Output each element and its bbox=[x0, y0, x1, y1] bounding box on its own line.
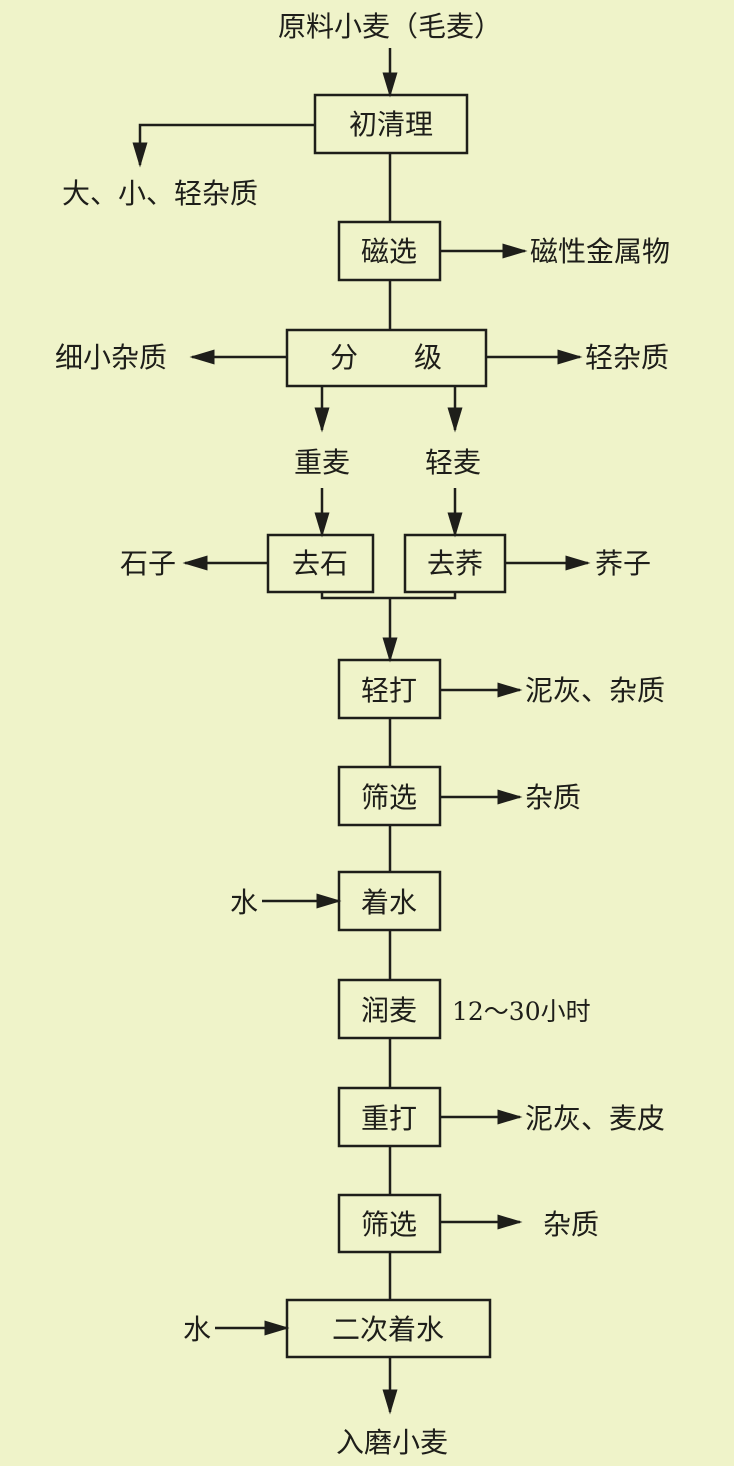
byproduct-magnetic: 磁性金属物 bbox=[530, 235, 670, 268]
byproduct-grading-right: 轻杂质 bbox=[585, 341, 669, 374]
step-magnetic: 磁选 bbox=[361, 235, 417, 268]
box-heavy-scour bbox=[337, 1086, 442, 1148]
label-light-wheat: 轻麦 bbox=[425, 446, 481, 479]
byproduct-initial-clean: 大、小、轻杂质 bbox=[62, 177, 258, 210]
box-initial-clean bbox=[313, 93, 469, 155]
output-wheat: 入磨小麦 bbox=[336, 1426, 448, 1459]
step-destone: 去石 bbox=[292, 547, 348, 580]
byproduct-light-scour: 泥灰、杂质 bbox=[525, 674, 665, 707]
title-raw-wheat: 原料小麦（毛麦） bbox=[278, 10, 502, 43]
step-second-dampen: 二次着水 bbox=[332, 1313, 444, 1346]
step-screen1: 筛选 bbox=[361, 781, 417, 814]
step-dampen: 着水 bbox=[361, 886, 417, 919]
box-second-dampen bbox=[285, 1298, 492, 1359]
box-dampen bbox=[337, 870, 442, 932]
box-temper bbox=[337, 978, 442, 1040]
merge-line bbox=[320, 592, 457, 600]
input-water-2: 水 bbox=[183, 1313, 211, 1346]
label-heavy-wheat: 重麦 bbox=[294, 446, 350, 479]
box-magnetic bbox=[337, 220, 442, 282]
step-temper: 润麦 bbox=[361, 994, 417, 1027]
step-initial-clean: 初清理 bbox=[349, 108, 433, 141]
box-grading bbox=[285, 328, 488, 388]
box-screen1 bbox=[337, 765, 442, 827]
box-screen2 bbox=[337, 1193, 442, 1254]
byproduct-screen1: 杂质 bbox=[525, 781, 581, 814]
box-destone bbox=[266, 533, 375, 594]
step-heavy-scour: 重打 bbox=[361, 1102, 417, 1135]
byproduct-grading-left: 细小杂质 bbox=[55, 341, 167, 374]
arrow-clean-impurities bbox=[132, 123, 315, 168]
byproduct-screen2: 杂质 bbox=[543, 1208, 599, 1241]
byproduct-buckwheat: 荞子 bbox=[595, 547, 651, 580]
step-screen2: 筛选 bbox=[361, 1208, 417, 1241]
box-debuckwheat bbox=[403, 533, 507, 594]
box-light-scour bbox=[337, 658, 442, 720]
byproduct-stones: 石子 bbox=[120, 547, 176, 580]
step-grading: 分 级 bbox=[330, 341, 442, 374]
step-light-scour: 轻打 bbox=[361, 674, 417, 707]
step-debuckwheat: 去荞 bbox=[427, 547, 483, 580]
byproduct-heavy-scour: 泥灰、麦皮 bbox=[525, 1102, 665, 1135]
temper-duration: 12～30小时 bbox=[452, 997, 591, 1026]
connectors bbox=[132, 48, 591, 1415]
input-water: 水 bbox=[230, 886, 258, 919]
